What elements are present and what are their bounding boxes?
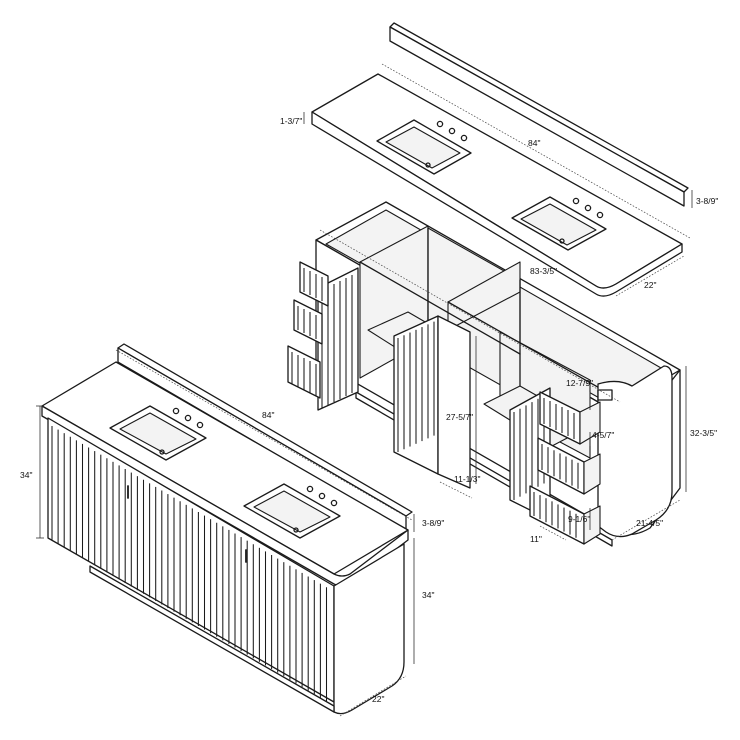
label-door-height: 27-5/7" bbox=[446, 412, 473, 422]
backsplash-panel bbox=[389, 22, 689, 207]
label-drawer-width: 11" bbox=[530, 534, 542, 544]
dimension-labels: 1-3/7" 84" 3-8/9" 22" 83-3/5" 32-3/5" 21… bbox=[20, 116, 718, 704]
label-drawer-bottom-height: 9-1/6" bbox=[568, 514, 590, 524]
label-top-thickness: 1-3/7" bbox=[280, 116, 302, 126]
label-cabinet-height: 32-3/5" bbox=[690, 428, 717, 438]
label-drawer-front-height: 4-5/7" bbox=[592, 430, 614, 440]
label-top-backsplash: 3-8/9" bbox=[696, 196, 718, 206]
exploded-drawers-right bbox=[529, 391, 601, 545]
label-top-depth: 22" bbox=[644, 280, 656, 290]
label-top-width: 84" bbox=[528, 138, 540, 148]
exploded-drawers-left bbox=[287, 261, 329, 399]
dimension-lines bbox=[36, 63, 693, 717]
label-cabinet-depth: 21-4/5" bbox=[636, 518, 663, 528]
assembled-vanity bbox=[41, 343, 413, 715]
exploded-door-middle bbox=[393, 315, 471, 489]
label-cabinet-width: 83-3/5" bbox=[530, 266, 557, 276]
label-assembled-backsplash: 3-8/9" bbox=[422, 518, 444, 528]
label-assembled-cabinet-height: 34" bbox=[422, 590, 434, 600]
countertop-slab bbox=[311, 73, 683, 297]
label-door-width: 11-1/3" bbox=[454, 474, 481, 484]
label-drawer-top-height: 12-7/9" bbox=[566, 378, 593, 388]
label-assembled-height: 34" bbox=[20, 470, 32, 480]
label-assembled-width: 84" bbox=[262, 410, 274, 420]
label-assembled-depth: 22" bbox=[372, 694, 384, 704]
